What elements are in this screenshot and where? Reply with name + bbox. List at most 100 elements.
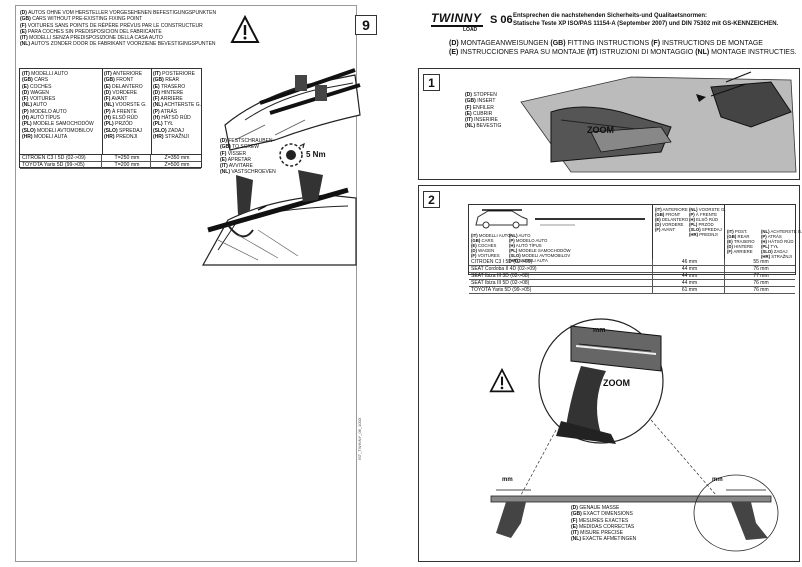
instruction-code: (D): [449, 40, 459, 47]
instruction-text: MONTAGE INSTRUCTIES.: [709, 49, 797, 56]
step-2-models-col2: (NL) AUTO(P) MODELO AUTO(H) AUTÓ TÍPUS(P…: [509, 233, 571, 263]
exact-dimensions-item: (E) MEDIDAS CORRECTAS: [571, 523, 635, 530]
step-number-1: 1: [423, 74, 440, 91]
front-label: (IT) ANTERIORE: [655, 207, 688, 212]
screw-legend-item: (NL) VASTSCHROEVEN: [220, 169, 276, 176]
header-line: (E) PARA COCHES SIN PREDISPOSICION DEL F…: [20, 28, 162, 35]
table-col-front: (IT) ANTERIORE(GB) FRONT(E) DELANTERO(D)…: [104, 71, 147, 140]
front-label: (PL) PRZÓD: [689, 222, 714, 227]
instruction-code: (NL): [693, 49, 710, 56]
table-cell-front: T=250 mm: [102, 155, 151, 162]
front-label: (D) VORDERE: [104, 89, 138, 96]
front-cell: (IT) ANTERIORE(GB) FRONT(E) DELANTERO(D)…: [653, 205, 726, 259]
front-label: (P) À FRENTE: [689, 212, 718, 217]
front-label: (NL) VOORSTE G.: [689, 207, 726, 212]
table-col-models: (IT) MODELLI AUTO(GB) CARS(E) COCHES(D) …: [22, 71, 94, 140]
rear-label: (H) HÁTSÓ RÚD: [153, 115, 191, 122]
table-cell-model: SEAT Cordoba II 4D (02->09): [469, 266, 653, 272]
table-cell-model: TOYOTA Yaris 5D (99->05): [469, 287, 653, 293]
rear-label: (F) ARRIERE: [153, 96, 183, 103]
step-2-front-col2: (NL) VOORSTE G.(P) À FRENTE(H) ELSŐ RÚD(…: [689, 207, 726, 237]
car-roof-illustration-main: [201, 170, 357, 266]
model-label: (SLO) MODELI AVTOMOBILOV: [22, 127, 94, 134]
front-label: (SLO) SPREDAJ: [689, 227, 722, 232]
instruction-code: (GB): [548, 40, 566, 47]
model-label: (HR) MODELI AUTA: [22, 133, 68, 140]
header-line: (D) AUTOS OHNE VOM HERSTELLER VORGESEHEN…: [20, 10, 217, 16]
instruction-text: FITTING INSTRUCTIONS: [565, 40, 650, 47]
table-cell-model: SEAT Ibiza III 5D (02->08): [469, 280, 653, 286]
standards-line-1: Entsprechen die nachstehenden Sicherheit…: [513, 13, 708, 19]
mm-label-zoom: mm: [593, 327, 606, 334]
front-label: (F) AVANT: [104, 96, 128, 103]
table-cell-rear: 76 mm: [753, 266, 769, 272]
rear-label: (IT) POSTERIORE: [153, 71, 195, 77]
rear-label: (GB) REAR: [153, 77, 180, 84]
step-1-legend-item: (NL) BEVESTIG: [465, 123, 502, 130]
table-cell-rear: 77 mm: [753, 273, 769, 279]
model-label: (PL) MODELE SAMOCHODÓW: [22, 121, 94, 128]
screw-legend-item: (F) VISSER: [220, 150, 247, 157]
front-label: (HR) PREDNJI: [689, 232, 718, 237]
right-page: TWINNY LOAD S 06 Entsprechen die nachste…: [401, 0, 802, 567]
front-label: (H) ELSŐ RÚD: [104, 115, 138, 122]
front-label: (PL) PRZÓD: [104, 121, 133, 128]
step-1-legend: (D) STOPFEN(GB) INSERT(F) ENFILER(E) CUB…: [465, 92, 501, 130]
model-label: (IT) MODELLI AUTO: [471, 233, 511, 238]
step-2-table: (IT) MODELLI AUTO(GB) CARS(E) COCHES(D) …: [468, 204, 802, 294]
torque-value: 5 Nm: [306, 150, 326, 159]
exact-dimensions-item: (D) GENAUE MASSE: [571, 505, 620, 511]
model-label: (P) MODELO AUTO: [22, 108, 67, 115]
step-2-front-col: (IT) ANTERIORE(GB) FRONT(E) DELANTERO(D)…: [655, 207, 688, 232]
footer-code: ISТ_TWINNY_06_1003: [357, 417, 362, 460]
measure-table: (IT) MODELLI AUTO(GB) CARS(E) COCHES(D) …: [19, 68, 202, 170]
table-cell-model: SEAT Ibiza III 3D (02->08): [469, 273, 653, 279]
bar-end-cap-illustration: [520, 71, 797, 173]
rear-label: (SLO) ZADAJ: [761, 249, 788, 254]
front-label: (GB) FRONT: [655, 212, 681, 217]
rear-cell: (IT) POST.(GB) REAR(E) TRASERO(D) HINTER…: [725, 205, 802, 259]
instruction-text: INSTRUCCIONES PARA SU MONTAJE: [458, 49, 585, 56]
screw-legend-item: (E) APRETAR: [220, 156, 252, 163]
front-label: (H) ELSŐ RÚD: [689, 217, 719, 222]
model-label: (D) WAGEN: [22, 89, 50, 96]
model-label: (D) WAGEN: [471, 248, 495, 253]
rear-label: (GB) REAR: [727, 234, 750, 239]
rear-label: (PL) TYŁ: [761, 244, 779, 249]
rear-label: (E) TRASERO: [727, 239, 755, 244]
zoom-label-1: ZOOM: [587, 125, 614, 135]
instruction-text: ISTRUZIONI DI MONTAGGIO: [597, 49, 694, 56]
front-label: (SLO) SPREDAJ: [104, 127, 143, 134]
instruction-code: (E): [449, 49, 459, 56]
screw-legend-item: (D) FESTSCHRAUBEN: [220, 138, 273, 144]
table-cell-rear: 55 mm: [753, 259, 769, 265]
front-label: (P) À FRENTE: [104, 108, 137, 115]
front-label: (E) DELANTERO: [655, 217, 689, 222]
step-1-panel: [418, 68, 800, 180]
exact-dimensions-item: (IT) MISURE PRECISE: [571, 530, 623, 537]
rear-label: (D) HINTERE: [153, 89, 184, 96]
front-label: (IT) ANTERIORE: [104, 71, 143, 77]
rear-label: (PL) TYŁ: [153, 121, 174, 128]
model-label: (H) AUTÓ TÍPUS: [509, 243, 542, 248]
model-label: (P) MODELO AUTO: [509, 238, 548, 243]
step-number-2: 2: [423, 191, 440, 208]
bar-dimension-icon: [535, 218, 645, 226]
table-cell-rear: 76 mm: [753, 287, 769, 293]
step-1-legend-item: (F) ENFILER: [465, 104, 494, 111]
screw-legend: (D) FESTSCHRAUBEN(GB) TO SCREW(F) VISSER…: [220, 138, 276, 176]
exact-dimensions-item: (GB) EXACT DIMENSIONS: [571, 511, 633, 518]
front-label: (D) VORDERE: [655, 222, 684, 227]
model-label: (E) COCHES: [22, 83, 52, 90]
screw-legend-item: (GB) TO SCREW: [220, 144, 259, 151]
header-line: (IT) MODELLI SENZA PREDISPOSIZIONE DELLA…: [20, 35, 163, 42]
warning-icon: [230, 14, 260, 43]
rear-label: (F) ARRIERE: [727, 249, 753, 254]
leader-lines: [520, 419, 717, 496]
instruction-text: INSTRUCTIONS DE MONTAGE: [660, 40, 763, 47]
model-name: S 06: [490, 14, 513, 26]
front-label: (E) DELANTERO: [104, 83, 143, 90]
rear-label: (E) TRASERO: [153, 83, 186, 90]
